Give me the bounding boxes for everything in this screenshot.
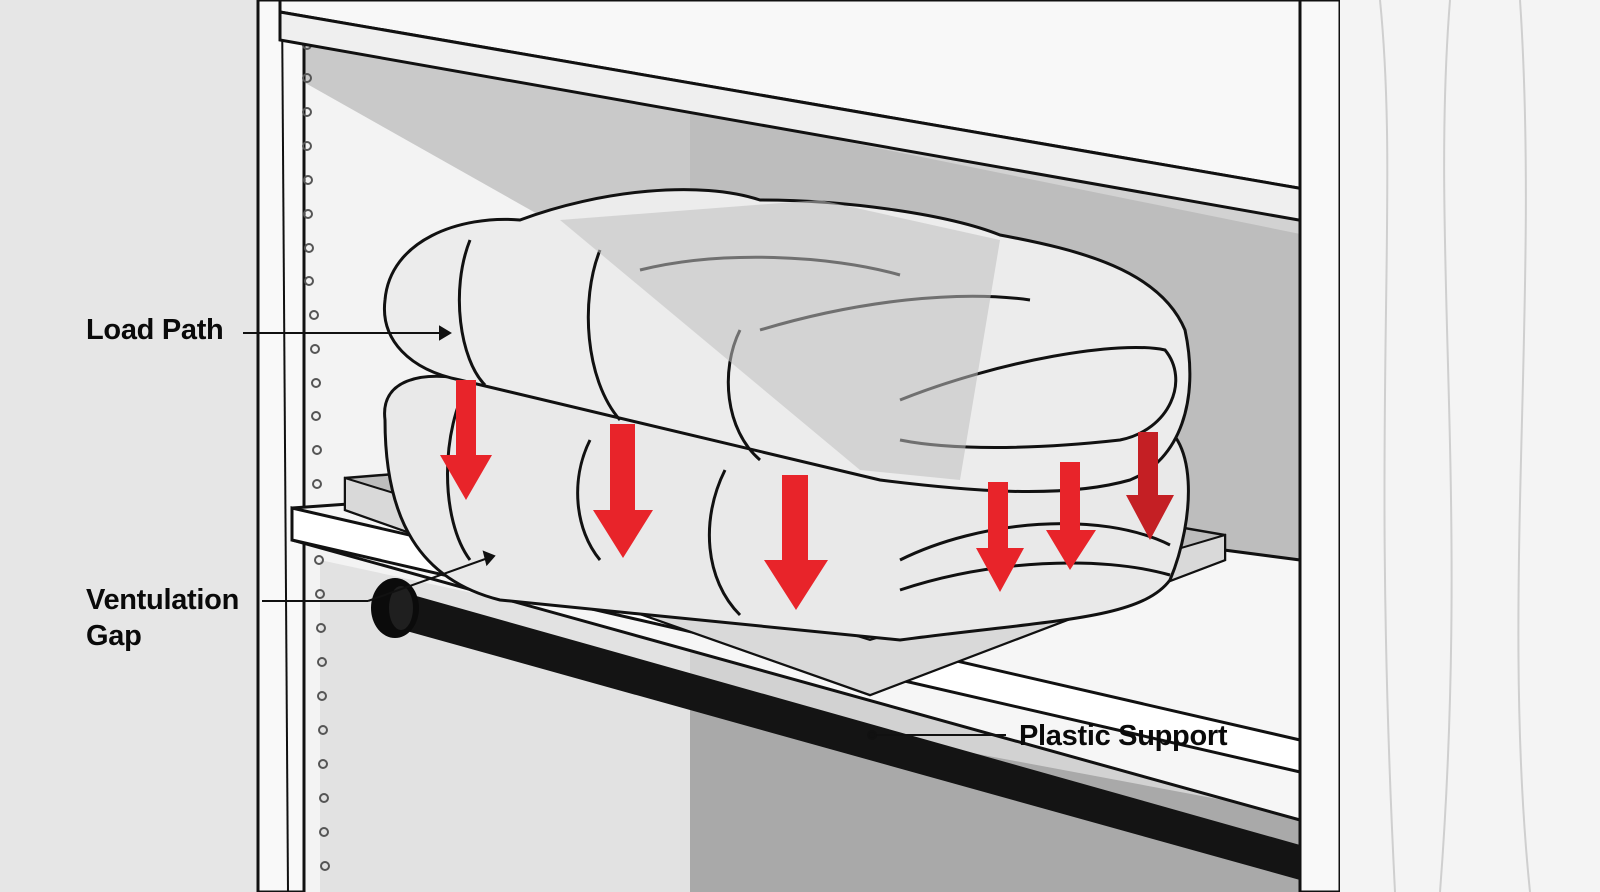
side-shadow-lower	[320, 560, 690, 892]
arrow-down-icon	[976, 482, 1024, 592]
arrow-down-icon	[1046, 462, 1096, 570]
label-ventilation-gap-line2: Gap	[86, 620, 142, 652]
comforter-shadow	[560, 200, 1000, 480]
label-plastic-support: Plastic Support	[1019, 720, 1228, 752]
leader-lines	[243, 325, 1006, 740]
arrow-down-icon	[440, 380, 492, 500]
label-ventilation-gap: Ventulation Gap	[86, 582, 266, 654]
label-load-path: Load Path	[86, 314, 224, 346]
arrow-down-icon	[593, 424, 653, 558]
label-ventilation-gap-line1: Ventulation	[86, 584, 239, 616]
hanging-rod	[371, 578, 1300, 880]
right-frame	[1298, 0, 1342, 892]
left-frame	[256, 0, 306, 892]
right-wall	[1340, 0, 1600, 892]
tray-rim	[344, 476, 1226, 697]
load-path-arrows	[440, 380, 1174, 610]
arrow-down-icon	[764, 475, 828, 610]
arrow-down-icon	[1126, 432, 1174, 540]
